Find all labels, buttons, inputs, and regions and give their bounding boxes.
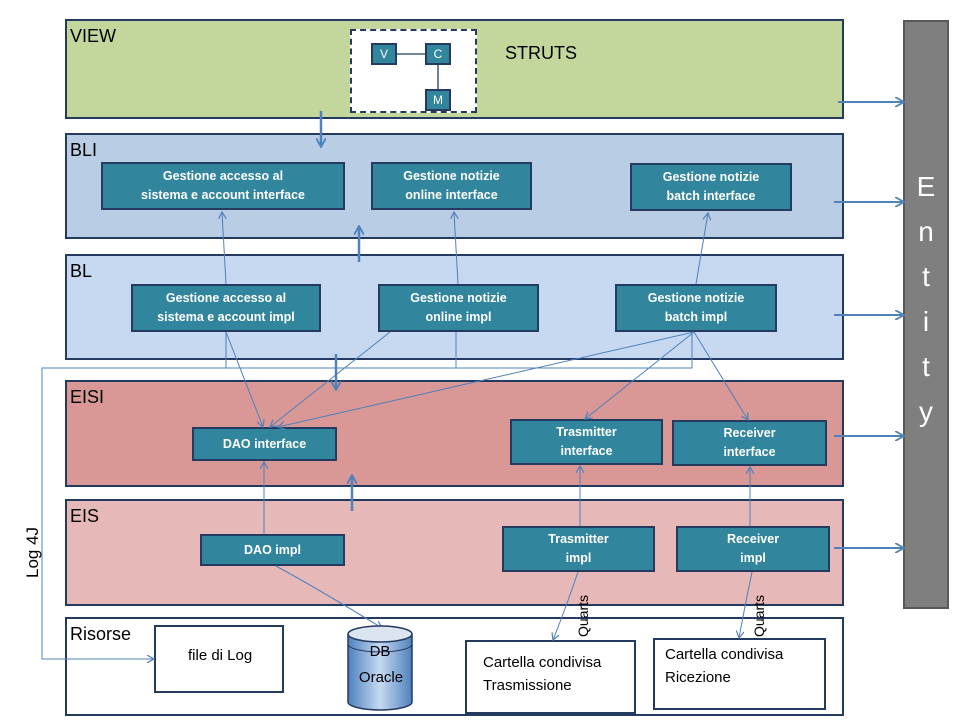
bl-to-trasmitter-link <box>585 331 695 419</box>
impl-to-interface-link <box>222 212 227 285</box>
risorse-layer-label: Risorse <box>70 624 132 644</box>
mvc-view-node: V <box>371 43 397 65</box>
db-label: DB <box>370 643 391 660</box>
entity-letter: t <box>922 261 930 292</box>
news-batch-interface-box: Gestione notizie batch interface <box>630 163 792 211</box>
eis-layer-label: EIS <box>70 506 100 526</box>
entity-letter: t <box>922 351 930 382</box>
entity-letter: n <box>918 216 934 247</box>
access-account-impl-box: Gestione accesso al sistema e account im… <box>131 284 321 332</box>
bl-to-dao-link <box>225 331 263 427</box>
news-online-impl-box: Gestione notizie online impl <box>378 284 539 332</box>
entity-letter: y <box>919 396 933 427</box>
receiver-impl-box: Receiver impl <box>676 526 830 572</box>
struts-label: STRUTS <box>505 43 577 63</box>
trasmitter-to-folder-link <box>553 571 579 640</box>
bl-to-dao-link <box>270 331 391 427</box>
db-oracle-label: Oracle <box>359 669 403 686</box>
shared-folder-rx-box: Cartella condivisa Ricezione <box>653 638 826 710</box>
impl-to-interface-link <box>695 213 708 285</box>
bl-to-dao-link <box>278 331 695 427</box>
receiver-interface-box: Receiver interface <box>672 420 827 466</box>
entity-letter: E <box>916 171 936 202</box>
mvc-controller-node: C <box>425 43 451 65</box>
bl-layer-label: BL <box>70 261 93 281</box>
log4j-line <box>41 367 226 659</box>
impl-to-interface-link <box>454 212 459 285</box>
log-bus-line <box>225 332 693 369</box>
log4j-label: Log 4J <box>23 527 42 578</box>
trasmitter-impl-box: Trasmitter impl <box>502 526 655 572</box>
quarts-label-tx: Quarts <box>575 595 591 637</box>
log-file-label: file di Log <box>188 647 253 664</box>
access-account-interface-box: Gestione accesso al sistema e account in… <box>101 162 345 210</box>
entity-letter: i <box>922 306 930 337</box>
bl-to-receiver-link <box>693 331 748 420</box>
view-layer-label: VIEW <box>70 26 117 46</box>
database-cylinder-icon <box>347 625 413 711</box>
log-file-box: file di Log <box>154 625 284 693</box>
trasmitter-interface-box: Trasmitter interface <box>510 419 663 465</box>
dao-impl-box: DAO impl <box>200 534 345 566</box>
dao-impl-to-db-link <box>275 565 382 628</box>
news-batch-impl-box: Gestione notizie batch impl <box>615 284 777 332</box>
mvc-model-node: M <box>425 89 451 111</box>
quarts-label-rx: Quarts <box>751 595 767 637</box>
news-online-interface-box: Gestione notizie online interface <box>371 162 532 210</box>
receiver-to-folder-link <box>739 571 753 638</box>
bli-layer-label: BLI <box>70 140 98 160</box>
eisi-layer-label: EISI <box>70 387 105 407</box>
shared-folder-tx-box: Cartella condivisa Trasmissione <box>465 640 636 714</box>
